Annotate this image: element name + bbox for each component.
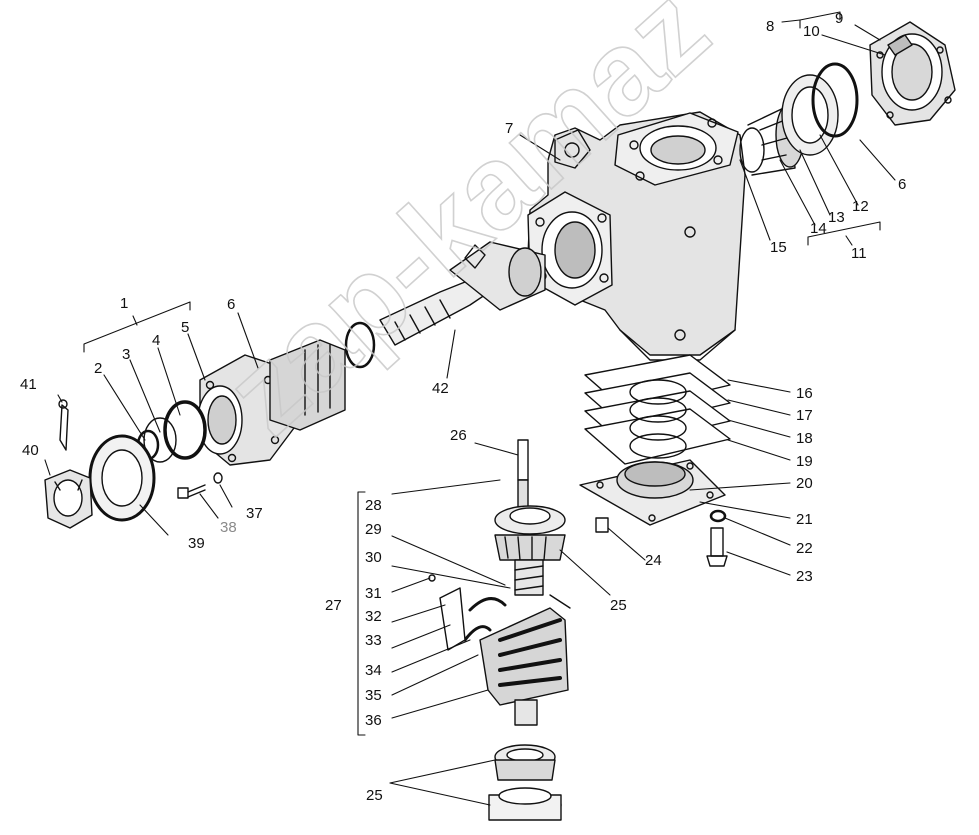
- bolt-23-part: [706, 527, 728, 567]
- callout-label-26: 26: [450, 427, 467, 444]
- callout-label-33: 33: [365, 632, 382, 649]
- callout-label-42: 42: [432, 380, 449, 397]
- callout-label-30: 30: [365, 549, 382, 566]
- callout-label-41: 41: [20, 376, 37, 393]
- bottom-cover-part: [579, 459, 726, 526]
- callout-label-22: 22: [796, 540, 813, 557]
- callout-label-2: 2: [94, 360, 103, 377]
- callout-label-24: 24: [645, 552, 662, 569]
- washer-22-part: [709, 509, 727, 523]
- callout-label-37: 37: [246, 505, 263, 522]
- callout-label-10: 10: [803, 23, 820, 40]
- callout-label-20: 20: [796, 475, 813, 492]
- callout-label-21: 21: [796, 511, 813, 528]
- callout-label-23: 23: [796, 568, 813, 585]
- gasket-stack: [584, 354, 731, 465]
- bolt-24-part: [595, 517, 609, 533]
- callout-label-9: 9: [835, 10, 844, 27]
- callout-label-6-right: 6: [898, 176, 907, 193]
- callout-label-27: 27: [325, 597, 342, 614]
- callout-label-15: 15: [770, 239, 787, 256]
- callout-label-40: 40: [22, 442, 39, 459]
- callout-label-3: 3: [122, 346, 131, 363]
- leader-lines: [44, 11, 896, 806]
- callout-label-32: 32: [365, 608, 382, 625]
- callout-label-34: 34: [365, 662, 382, 679]
- left-end-assembly: [88, 339, 346, 522]
- callout-label-13: 13: [828, 209, 845, 226]
- callout-label-36: 36: [365, 712, 382, 729]
- input-shaft-part: [344, 241, 546, 369]
- cotter-pin-part: [58, 399, 69, 451]
- callout-label-16: 16: [796, 385, 813, 402]
- callout-label-35: 35: [365, 687, 382, 704]
- callout-label-8: 8: [766, 18, 775, 35]
- callout-label-31: 31: [365, 585, 382, 602]
- callout-label-5: 5: [181, 319, 190, 336]
- callout-label-14: 14: [810, 220, 827, 237]
- callout-label-1: 1: [120, 295, 129, 312]
- callout-label-11: 11: [851, 245, 867, 262]
- castle-nut-part: [44, 469, 93, 529]
- housing-part: [527, 111, 746, 361]
- callout-label-39: 39: [188, 535, 205, 552]
- callout-label-12: 12: [852, 198, 869, 215]
- callout-label-7: 7: [505, 120, 514, 137]
- callout-label-19: 19: [796, 453, 813, 470]
- end-cover-part: [869, 21, 956, 126]
- lower-bearing-part: [488, 744, 562, 821]
- callout-label-28: 28: [365, 497, 382, 514]
- callout-label-38: 38: [220, 519, 237, 536]
- screw-nut-assembly: [428, 439, 571, 726]
- callout-label-6-left: 6: [227, 296, 236, 313]
- washer-37-part: [213, 472, 223, 484]
- side-bearing-assembly: [739, 62, 859, 176]
- bolt-38-part: [177, 484, 206, 499]
- callout-label-25-lower: 25: [366, 787, 383, 804]
- callout-label-17: 17: [796, 407, 813, 424]
- callout-label-4: 4: [152, 332, 161, 349]
- callout-label-18: 18: [796, 430, 813, 447]
- callout-label-29: 29: [365, 521, 382, 538]
- callout-label-25-upper: 25: [610, 597, 627, 614]
